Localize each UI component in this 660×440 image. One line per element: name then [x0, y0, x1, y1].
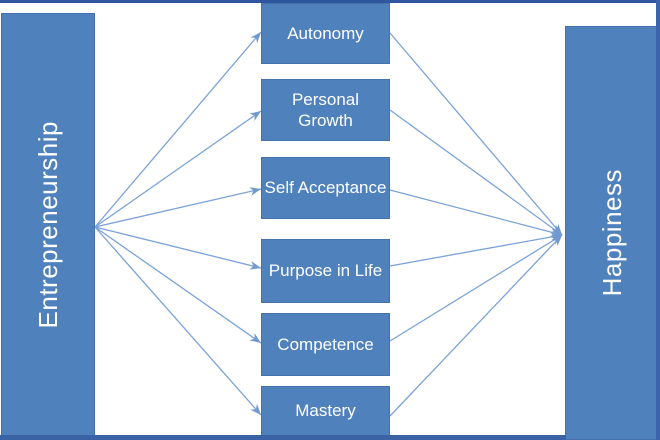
edge-mastery-happiness — [389, 234, 563, 417]
competence-label: Competence — [277, 334, 374, 354]
page-border-right — [656, 0, 660, 440]
edge-entrepreneurship-competence — [94, 226, 262, 344]
edge-self-acceptance-happiness — [389, 189, 563, 237]
personal-growth-label: Personal Growth — [291, 89, 360, 130]
edge-entrepreneurship-personal-growth — [94, 110, 262, 228]
happiness-label: Happiness — [597, 169, 627, 297]
edge-personal-growth-happiness — [389, 109, 563, 236]
node-purpose-in-life: Purpose in Life — [261, 239, 390, 303]
purpose-in-life-label: Purpose in Life — [268, 261, 383, 281]
node-autonomy: Autonomy — [261, 3, 390, 64]
page-border-top — [0, 0, 660, 3]
entrepreneurship-label: Entrepreneurship — [32, 120, 63, 329]
edge-purpose-in-life-happiness — [389, 232, 563, 267]
node-happiness: Happiness — [565, 26, 660, 440]
self-acceptance-label: Self Acceptance — [264, 178, 387, 198]
edge-competence-happiness — [389, 234, 563, 342]
node-entrepreneurship: Entrepreneurship — [1, 13, 95, 436]
page-border-bottom — [0, 435, 566, 440]
node-competence: Competence — [261, 313, 390, 376]
mastery-label: Mastery — [295, 401, 356, 421]
node-personal-growth: Personal Growth — [261, 79, 390, 141]
edge-entrepreneurship-purpose-in-life — [94, 226, 262, 270]
edge-entrepreneurship-mastery — [94, 226, 262, 416]
edge-autonomy-happiness — [389, 32, 563, 236]
edge-entrepreneurship-autonomy — [94, 31, 262, 228]
node-mastery: Mastery — [261, 386, 390, 436]
node-self-acceptance: Self Acceptance — [261, 157, 390, 219]
autonomy-label: Autonomy — [287, 23, 364, 43]
edge-entrepreneurship-self-acceptance — [94, 187, 262, 228]
